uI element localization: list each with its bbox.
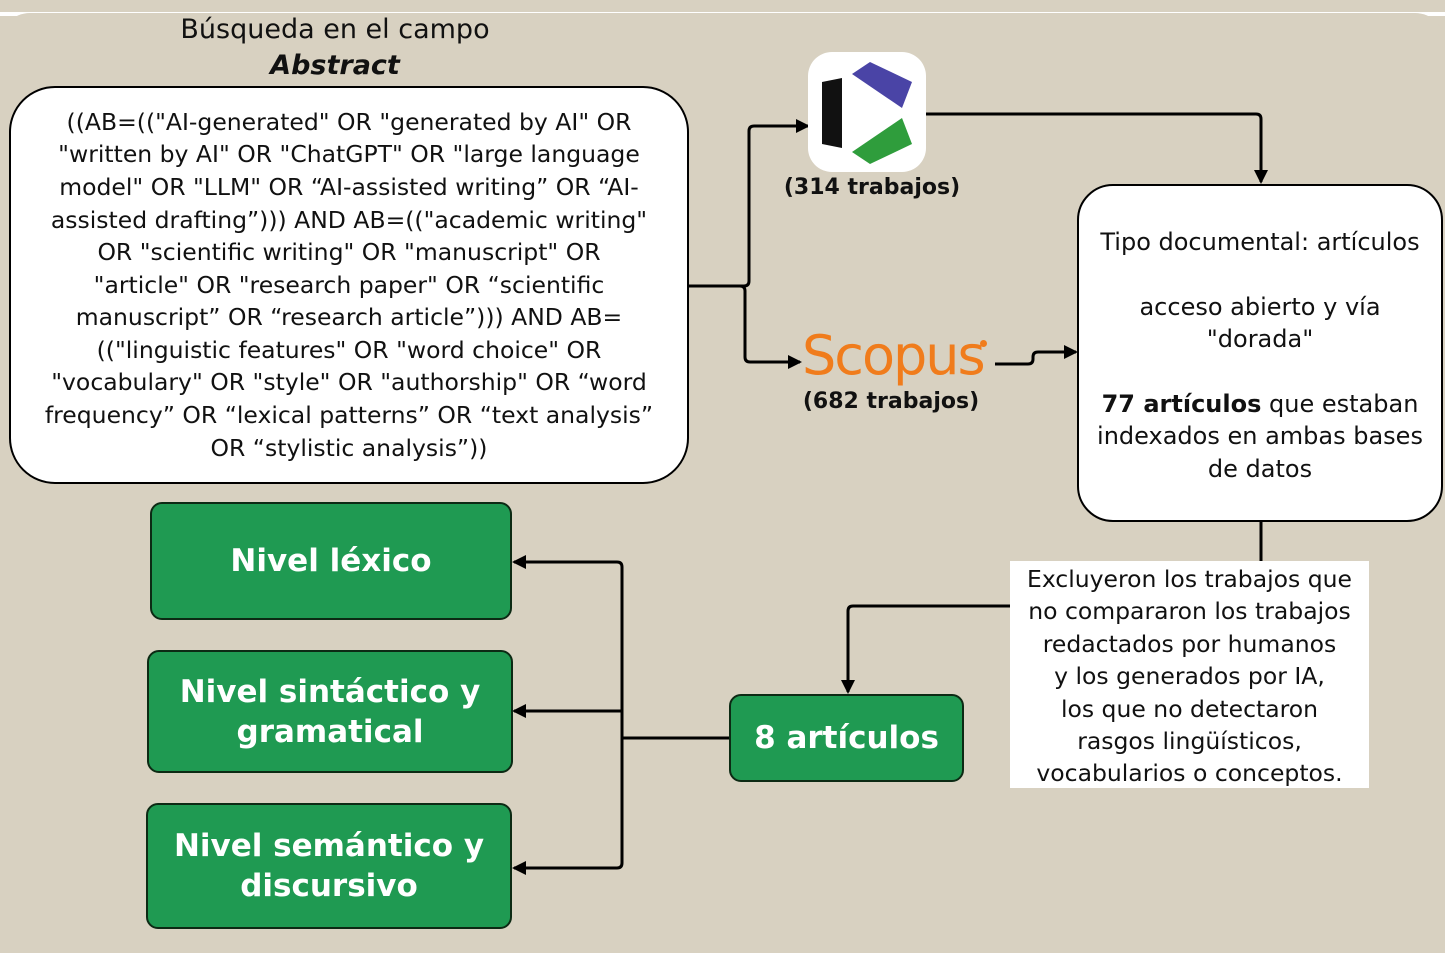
arrow-query-to-scopus [739, 284, 802, 369]
arrow-scopus-to-result [995, 345, 1078, 366]
query-line: OR “stylistic analysis”)) [210, 433, 488, 462]
arrow-to-level-semantic [512, 738, 624, 875]
arrow-to-level-lexical [512, 555, 624, 738]
level-lexical: Nivel léxico [150, 502, 512, 620]
query-box: ((AB=(("AI-generated" OR "generated by A… [9, 86, 689, 484]
level-syntactic: Nivel sintáctico y gramatical [147, 650, 513, 773]
query-line: (("linguistic features" OR "word choice"… [96, 335, 602, 364]
exclusion-line: redactados por humanos [1042, 629, 1337, 658]
exclusion-line: y los generados por IA, [1054, 662, 1325, 691]
query-line: assisted drafting”))) AND AB=(("academic… [50, 205, 648, 234]
exclusion-line: rasgos lingüísticos, [1077, 727, 1302, 756]
query-line: model" OR "LLM" OR “AI-assisted writing”… [59, 172, 639, 201]
arrow-query-to-wos [689, 119, 810, 288]
level-lexical-label: Nivel léxico [230, 543, 432, 579]
scopus-count: (682 trabajos) [802, 389, 980, 414]
arrow-exclusion-to-articles [841, 604, 1010, 694]
exclusion-criteria: Excluyeron los trabajos que no compararo… [1010, 561, 1369, 788]
result-doc-type: Tipo documental: artículos [1100, 228, 1420, 256]
wos-count: (314 trabajos) [783, 175, 961, 200]
result-index-line: de datos [1207, 454, 1313, 483]
top-strip [0, 0, 1445, 14]
result-count: 77 artículos [1101, 389, 1262, 418]
registered-mark-icon [980, 340, 987, 347]
query-line: "written by AI" OR "ChatGPT" OR "large l… [58, 140, 640, 169]
query-text: ((AB=(("AI-generated" OR "generated by A… [45, 106, 653, 465]
query-line: ((AB=(("AI-generated" OR "generated by A… [66, 107, 632, 136]
result-index-line: indexados en ambas bases [1097, 422, 1423, 450]
level-semantic: Nivel semántico y discursivo [146, 803, 512, 929]
level-syntactic-label: gramatical [236, 713, 424, 750]
level-semantic-label: Nivel semántico y [173, 828, 485, 864]
result-box: Tipo documental: artículos acceso abiert… [1077, 184, 1443, 522]
exclusion-line: no compararon los trabajos [1028, 597, 1351, 626]
query-line: OR "scientific writing" OR "manuscript" … [97, 238, 601, 267]
exclusion-line: los que no detectaron [1060, 694, 1319, 723]
query-line: manuscript” OR “research article”))) AND… [75, 303, 623, 332]
result-count-line: 77 artículos que estaban [1079, 388, 1441, 421]
result-access-line: acceso abierto y vía [1139, 292, 1381, 321]
query-line: "vocabulary" OR "style" OR "authorship" … [51, 368, 647, 397]
level-syntactic-label: Nivel sintáctico y [179, 673, 481, 710]
result-access-line: "dorada" [1206, 325, 1314, 353]
exclusion-line: Excluyeron los trabajos que [1026, 565, 1353, 593]
arrow-wos-to-result [926, 112, 1268, 184]
scopus-logo: Scopus [802, 322, 992, 390]
query-line: frequency” OR “lexical patterns” OR “tex… [44, 401, 654, 430]
scopus-logo-text: Scopus [802, 324, 986, 387]
web-of-science-logo-icon [808, 52, 926, 172]
search-title: Búsqueda en el campo Abstract [150, 12, 520, 84]
search-field-name: Abstract [270, 50, 400, 81]
level-semantic-label: discursivo [240, 868, 418, 904]
final-articles-label: 8 artículos [754, 720, 939, 756]
result-count-rest: que estaban [1261, 389, 1419, 418]
exclusion-line: vocabularios o conceptos. [1036, 759, 1343, 788]
final-articles-box: 8 artículos [729, 694, 964, 782]
search-title-line: Búsqueda en el campo [180, 14, 490, 45]
query-line: "article" OR "research paper" OR “scient… [93, 270, 605, 299]
